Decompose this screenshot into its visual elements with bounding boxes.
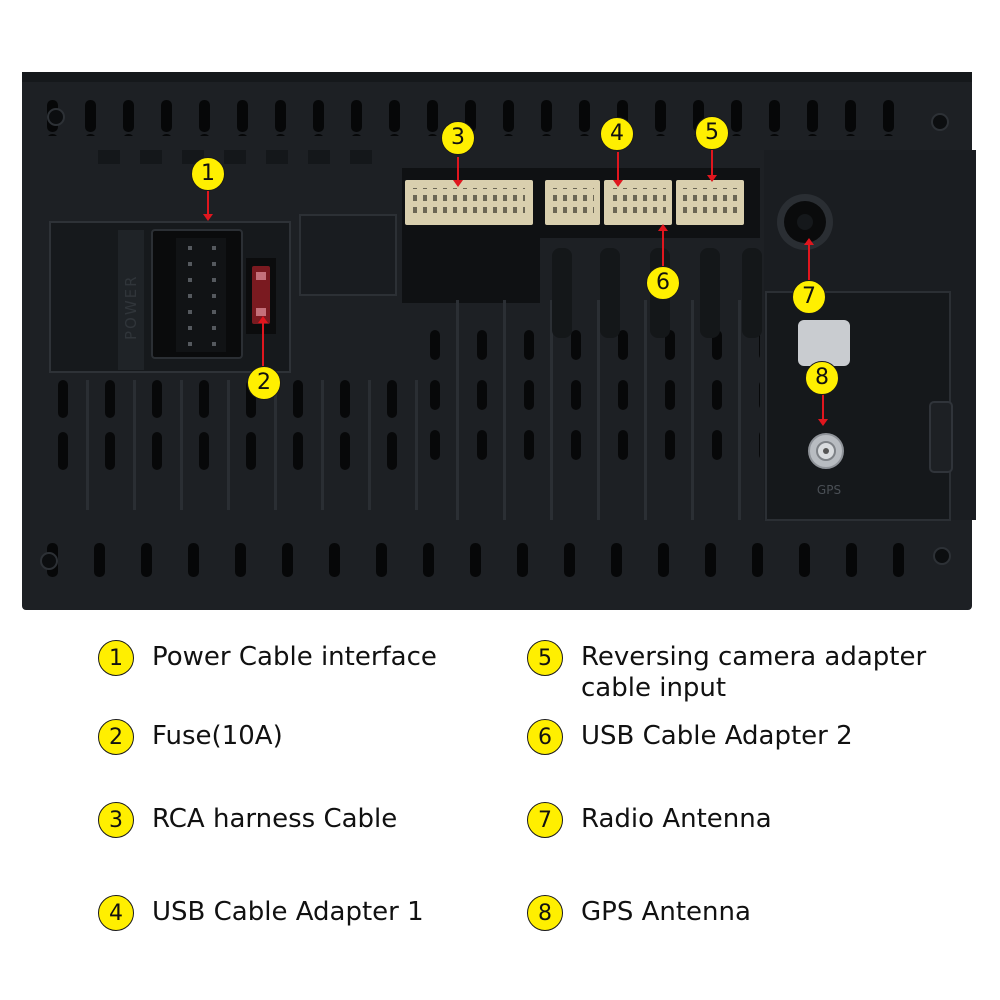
power-embossed-label: POWER (122, 274, 140, 340)
legend-number: 2 (98, 719, 134, 755)
screw-top-right (931, 113, 949, 131)
legend-number: 1 (98, 640, 134, 676)
callout-3: 3 (441, 121, 475, 155)
arrow-3 (453, 157, 463, 187)
legend-number: 3 (98, 802, 134, 838)
legend-item-2: 2 Fuse(10A) (98, 719, 283, 755)
legend-item-1: 1 Power Cable interface (98, 640, 437, 676)
legend-label: USB Cable Adapter 1 (152, 897, 424, 927)
legend-number: 5 (527, 640, 563, 676)
legend-item-8: 8 GPS Antenna (527, 895, 751, 931)
arrow-2 (258, 316, 268, 366)
legend-label-line-2: cable input (581, 673, 727, 703)
legend-label: GPS Antenna (581, 897, 751, 927)
legend-item-5: 5 Reversing camera adapter cable input (527, 640, 927, 704)
callout-6: 6 (646, 266, 680, 300)
legend-label: RCA harness Cable (152, 804, 398, 834)
legend-label: Power Cable interface (152, 642, 437, 672)
callout-5: 5 (695, 116, 729, 150)
arrow-4 (613, 152, 623, 187)
arrow-8 (818, 394, 828, 426)
legend-item-6: 6 USB Cable Adapter 2 (527, 719, 853, 755)
legend-item-7: 7 Radio Antenna (527, 802, 772, 838)
callout-8: 8 (805, 361, 839, 395)
legend-number: 6 (527, 719, 563, 755)
callout-2: 2 (247, 366, 281, 400)
legend-item-3: 3 RCA harness Cable (98, 802, 398, 838)
callout-7: 7 (792, 280, 826, 314)
callout-4: 4 (600, 117, 634, 151)
screw-bottom-left (40, 552, 58, 570)
callout-1: 1 (191, 157, 225, 191)
legend-label: Reversing camera adapter (581, 642, 927, 672)
arrow-7 (804, 238, 814, 280)
head-unit-rear-panel: POWER GPS (22, 72, 976, 610)
legend-number: 7 (527, 802, 563, 838)
arrow-5 (707, 150, 717, 182)
screw-top-left (47, 108, 65, 126)
legend-label: Fuse(10A) (152, 721, 283, 751)
legend-number: 4 (98, 895, 134, 931)
arrow-6 (658, 224, 668, 266)
legend-label: USB Cable Adapter 2 (581, 721, 853, 751)
legend-number: 8 (527, 895, 563, 931)
gps-embossed-label: GPS (817, 483, 841, 497)
legend-item-4: 4 USB Cable Adapter 1 (98, 895, 424, 931)
screw-bottom-right (933, 547, 951, 565)
arrow-1 (203, 191, 213, 221)
legend-label: Radio Antenna (581, 804, 772, 834)
